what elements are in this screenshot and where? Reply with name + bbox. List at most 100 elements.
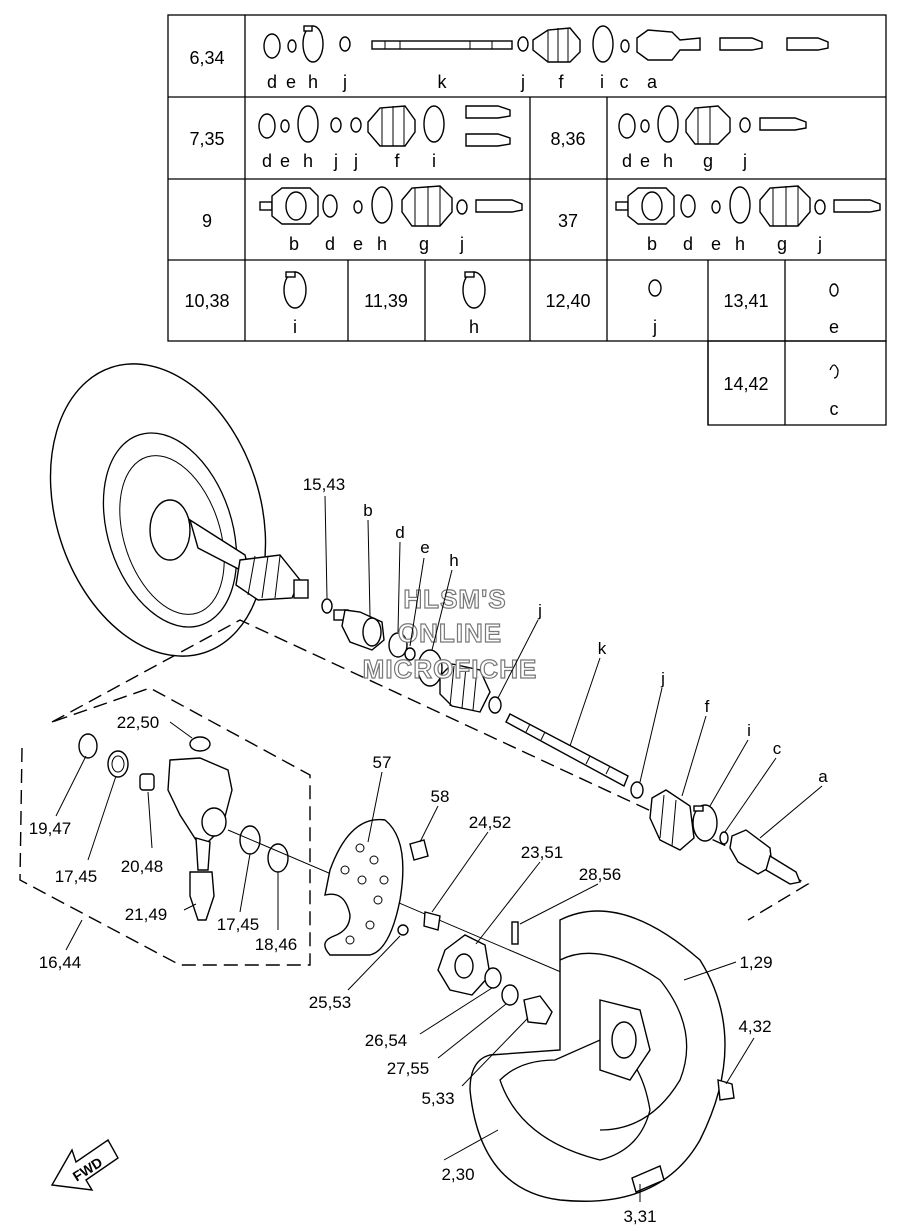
row-9-letter: j bbox=[459, 234, 464, 254]
row-6-34-parts bbox=[263, 25, 829, 63]
callout-j: j bbox=[660, 669, 665, 688]
single-part-letter: c bbox=[830, 399, 839, 419]
row-9-letter: h bbox=[377, 234, 387, 254]
table-ref-8-36: 8,36 bbox=[550, 129, 585, 149]
row-7-35-parts bbox=[258, 105, 807, 147]
shaft-group-outline bbox=[51, 619, 810, 921]
callout-28-56: 28,56 bbox=[579, 865, 622, 884]
parts-kit-table: 6,34 7,35 8,36 9 37 10,38 11,39 12,40 13… bbox=[167, 14, 887, 426]
callout-d: d bbox=[395, 523, 404, 542]
row-37-letter: h bbox=[735, 234, 745, 254]
callout-b: b bbox=[363, 501, 372, 520]
watermark-line: HLSM'S bbox=[403, 584, 506, 614]
callout-21-49: 21,49 bbox=[125, 905, 168, 924]
row-8-36-letter: d bbox=[622, 151, 632, 171]
row-6-34-letter: k bbox=[438, 72, 448, 92]
callout-k: k bbox=[598, 639, 607, 658]
row-9-letter: d bbox=[325, 234, 335, 254]
callout-27-55: 27,55 bbox=[387, 1059, 430, 1078]
brake-disc bbox=[324, 818, 429, 956]
row-6-34-letter: e bbox=[286, 72, 296, 92]
row-6-34-letter: j bbox=[342, 72, 347, 92]
row-37-letter: j bbox=[817, 234, 822, 254]
row-9-parts bbox=[259, 185, 523, 227]
table-ref-12-40: 12,40 bbox=[545, 291, 590, 311]
callout-20-48: 20,48 bbox=[121, 857, 164, 876]
row-6-34-letter: h bbox=[308, 72, 318, 92]
callout-15-43: 15,43 bbox=[303, 475, 346, 494]
row-37-letter: b bbox=[647, 234, 657, 254]
callout-1-29: 1,29 bbox=[739, 953, 772, 972]
single-part-letter: i bbox=[293, 317, 297, 337]
callout-f: f bbox=[705, 697, 710, 716]
leader-lines bbox=[55, 495, 823, 1202]
table-ref-37: 37 bbox=[558, 211, 578, 231]
callout-3-31: 3,31 bbox=[623, 1207, 656, 1226]
forward-arrow: FWD bbox=[50, 1138, 119, 1191]
row-6-34-letter: d bbox=[267, 72, 277, 92]
callout-h: h bbox=[449, 551, 458, 570]
row-7-35-letter: j bbox=[333, 151, 338, 171]
row-8-36-letter: g bbox=[703, 151, 713, 171]
wheel-hub bbox=[423, 911, 553, 1025]
single-part-letter: j bbox=[652, 317, 657, 337]
callout-a: a bbox=[818, 767, 828, 786]
row-6-34-letter: f bbox=[558, 72, 564, 92]
single-part-icons bbox=[283, 271, 839, 379]
callout-e: e bbox=[420, 538, 429, 557]
callout-26-54: 26,54 bbox=[365, 1031, 408, 1050]
row-7-35-letter: e bbox=[280, 151, 290, 171]
drive-shaft-exploded bbox=[321, 598, 801, 885]
row-6-34-letter: j bbox=[520, 72, 525, 92]
row-37-letter: g bbox=[777, 234, 787, 254]
callout-17-45: 17,45 bbox=[55, 867, 98, 886]
row-37-parts bbox=[615, 185, 881, 227]
callout-58: 58 bbox=[431, 787, 450, 806]
callout-24-52: 24,52 bbox=[469, 813, 512, 832]
callout-2-30: 2,30 bbox=[441, 1165, 474, 1184]
table-ref-7-35: 7,35 bbox=[189, 129, 224, 149]
single-part-letter: e bbox=[829, 317, 839, 337]
callout-23-51: 23,51 bbox=[521, 843, 564, 862]
assembled-wheel-illustration bbox=[49, 363, 309, 657]
row-37-letter: e bbox=[711, 234, 721, 254]
row-7-35-letter: j bbox=[353, 151, 358, 171]
callout-57: 57 bbox=[373, 753, 392, 772]
row-8-36-letter: j bbox=[742, 151, 747, 171]
table-ref-11-39: 11,39 bbox=[364, 291, 408, 311]
callout-5-33: 5,33 bbox=[421, 1089, 454, 1108]
callout-17-45: 17,45 bbox=[217, 915, 260, 934]
row-7-35-letter: f bbox=[394, 151, 400, 171]
row-7-35-letter: d bbox=[262, 151, 272, 171]
callout-j: j bbox=[537, 601, 542, 620]
callout-16-44: 16,44 bbox=[39, 953, 82, 972]
table-ref-6-34: 6,34 bbox=[189, 48, 224, 68]
row-37-letter: d bbox=[683, 234, 693, 254]
row-9-letter: e bbox=[353, 234, 363, 254]
table-ref-14-42: 14,42 bbox=[723, 374, 768, 394]
table-ref-13-41: 13,41 bbox=[723, 291, 768, 311]
single-part-letter: h bbox=[469, 317, 479, 337]
row-8-36-letter: e bbox=[640, 151, 650, 171]
callout-19-47: 19,47 bbox=[29, 819, 72, 838]
callout-i: i bbox=[747, 721, 751, 740]
callout-25-53: 25,53 bbox=[309, 993, 352, 1012]
table-ref-10-38: 10,38 bbox=[184, 291, 229, 311]
callout-22-50: 22,50 bbox=[117, 713, 160, 732]
row-7-35-letter: i bbox=[432, 151, 436, 171]
row-6-34-letter: c bbox=[620, 72, 629, 92]
callout-4-32: 4,32 bbox=[738, 1017, 771, 1036]
watermark-line: MICROFICHE bbox=[363, 654, 538, 684]
row-9-letter: b bbox=[289, 234, 299, 254]
row-9-letter: g bbox=[419, 234, 429, 254]
callout-18-46: 18,46 bbox=[255, 935, 298, 954]
row-6-34-letter: i bbox=[600, 72, 604, 92]
lower-wheel-illustration bbox=[469, 910, 735, 1202]
callout-labels: 15,43 b d e h j k j f i c a 22,50 19,47 … bbox=[29, 475, 829, 1226]
watermark-line: ONLINE bbox=[398, 618, 502, 648]
knuckle-group-outline bbox=[19, 687, 311, 966]
row-6-34-letter: a bbox=[647, 72, 658, 92]
table-ref-9: 9 bbox=[202, 211, 212, 231]
row-8-36-letter: h bbox=[663, 151, 673, 171]
